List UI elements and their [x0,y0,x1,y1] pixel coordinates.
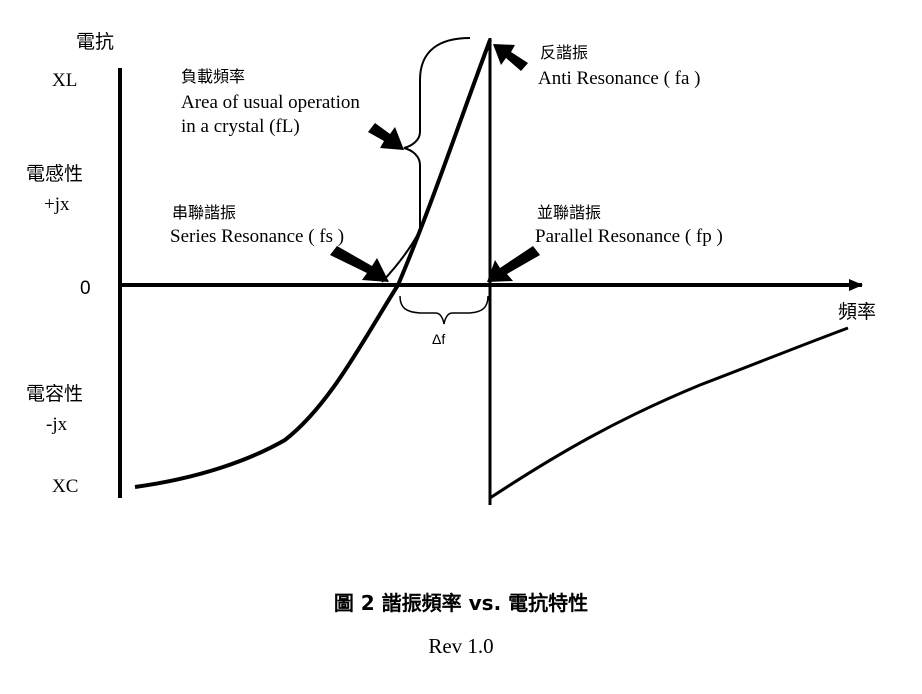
reactance-curve-lower [134,39,492,489]
reactance-curve-upper [489,326,849,500]
parallel-resonance-arrow [487,246,540,282]
anti-resonance-cn-label: 反諧振 [540,43,588,62]
anti-resonance-en-label: Anti Resonance ( fa ) [538,68,701,89]
parallel-resonance-cn-label: 並聯諧振 [537,203,601,222]
parallel-resonance-en-label: Parallel Resonance ( fp ) [535,226,723,247]
load-frequency-cn-label: 負載頻率 [181,67,245,86]
series-resonance-en-label: Series Resonance ( fs ) [170,226,344,247]
capacitive-sub-label: -jx [46,414,68,435]
anti-resonance-arrow [493,44,528,71]
delta-f-brace [399,295,489,325]
inductive-sub-label: +jx [44,194,70,215]
series-resonance-arrow [330,246,389,282]
figure-caption: 圖 2 諧振頻率 vs. 電抗特性 [333,591,589,615]
load-frequency-brace [381,37,471,283]
series-resonance-cn-label: 串聯諧振 [172,203,236,222]
y-axis-xc-label: XC [52,476,78,497]
y-axis-zero-label: 0 [80,278,91,299]
capacitive-label: 電容性 [26,383,83,405]
load-frequency-arrow [368,123,404,150]
inductive-label: 電感性 [26,163,83,185]
load-frequency-en-line1: Area of usual operation [181,92,360,113]
y-axis-title: 電抗 [76,31,114,53]
load-frequency-en-line2: in a crystal (fL) [181,116,300,137]
x-axis-title: 頻率 [838,301,876,323]
y-axis-xl-label: XL [52,70,77,91]
delta-f-label: Δf [432,331,445,347]
revision-label: Rev 1.0 [428,634,494,658]
